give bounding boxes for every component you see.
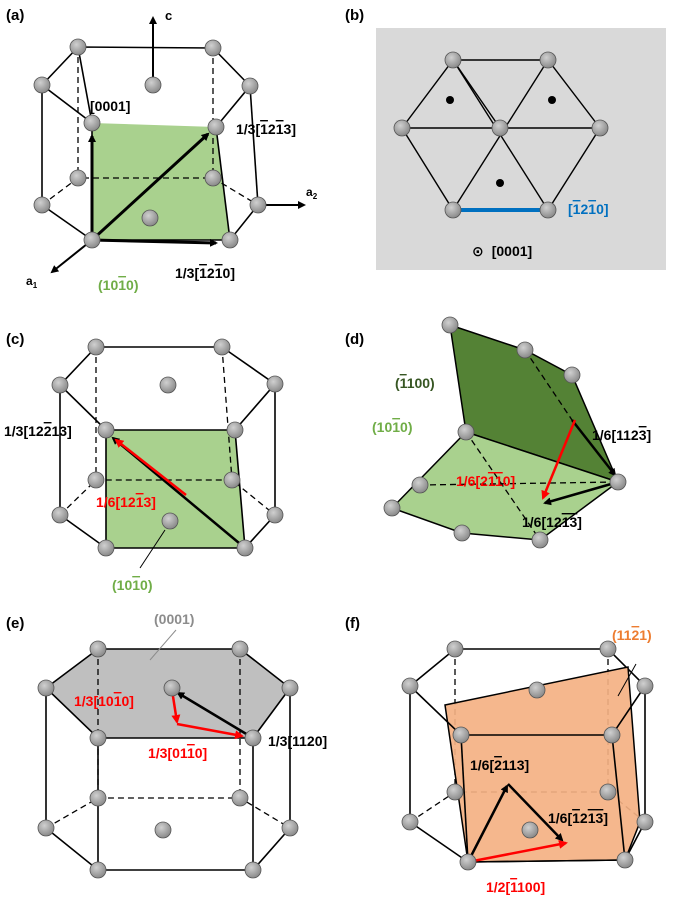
label-c-plane: (1010) — [112, 577, 152, 593]
panel-a-tag: (a) — [6, 7, 24, 24]
panel-f-tag: (f) — [345, 615, 360, 632]
vector-e-red-2 — [176, 722, 244, 740]
hidden-edges-e — [45, 649, 291, 829]
panel-b-background — [376, 28, 666, 270]
label-d-dark-plane: (1100) — [395, 375, 435, 391]
label-a-top-direction: 1/3[1213] — [236, 121, 296, 137]
c-axis-label: c — [165, 8, 172, 23]
vector-d-bottom — [543, 480, 619, 506]
a1-axis-label: a1 — [26, 274, 38, 290]
label-e-plane: (0001) — [154, 611, 194, 627]
label-a-plane: (1010) — [98, 277, 138, 293]
panel-e-tag: (e) — [6, 615, 24, 632]
atoms-c — [51, 338, 284, 557]
vector-f-right — [507, 783, 564, 842]
atoms-e — [37, 640, 299, 879]
atoms-a — [33, 38, 267, 249]
vector-a-top — [90, 132, 210, 242]
plane-light-green — [390, 431, 620, 541]
vector-a-bottom — [91, 238, 218, 247]
vector-d-top — [571, 419, 617, 477]
panel-c: (c) 1/3[12213] 1/6[1213] ( — [4, 331, 284, 593]
a2-axis-label: a2 — [306, 185, 318, 201]
hex-prism-f-front — [409, 685, 646, 863]
label-e-red-direction-2: 1/3[0110] — [148, 745, 207, 761]
hidden-edges-d — [419, 349, 619, 541]
atoms-d — [383, 316, 627, 549]
vector-f-top — [466, 784, 509, 863]
label-0001: [0001] — [90, 98, 130, 114]
label-c-direction: 1/3[12213] — [4, 423, 72, 439]
label-e-red-direction-1: 1/3[1010] — [74, 693, 134, 709]
label-d-light-plane: (1010) — [372, 419, 412, 435]
leader-f-plane — [617, 663, 637, 697]
panel-f: (f) (1121) — [345, 615, 654, 895]
label-d-red-direction: 1/6[2110] — [456, 473, 515, 489]
vector-f-red — [467, 839, 568, 864]
hidden-edges-a — [41, 47, 259, 206]
label-b-direction: [1210] — [568, 201, 609, 217]
label-e-black-direction: 1/3[1120] — [268, 733, 327, 749]
panel-e: (e) (0001) 1/3[1010] — [6, 611, 327, 879]
hidden-edges-c — [59, 346, 276, 516]
label-zone-axis: ⊙[0001] — [472, 243, 532, 259]
label-f-red-direction: 1/2[1100] — [486, 879, 545, 895]
panel-a: (a) c a2 a1 — [6, 7, 318, 293]
vector-c-red — [114, 438, 187, 496]
atoms-f — [401, 640, 654, 871]
plane-10-10 — [92, 123, 230, 240]
label-c-red-direction: 1/6[1213] — [96, 494, 156, 510]
plane-dark-green — [449, 323, 620, 484]
label-d-top-direction: 1/6[1123] — [592, 427, 651, 443]
panel-b-tag: (b) — [345, 7, 364, 24]
panel-d: (d) (1100) (1010) 1/6[1123] 1/6[2110] 1/… — [345, 316, 651, 549]
zone-axis-symbol-icon: ⊙ — [472, 243, 484, 259]
label-f-plane: (1121) — [612, 627, 652, 643]
panel-b: (b) [1210] ⊙[0001] — [345, 7, 666, 270]
interstitial-dots — [446, 96, 556, 187]
atoms-b — [393, 51, 609, 219]
panel-c-tag: (c) — [6, 331, 24, 348]
vector-d-red — [541, 419, 577, 500]
label-d-bottom-direction: 1/6[1213] — [522, 514, 582, 530]
label-a-bottom-direction: 1/3[1210] — [175, 265, 235, 281]
leader-e-plane — [149, 629, 177, 661]
leader-c-plane — [139, 529, 166, 569]
panel-d-tag: (d) — [345, 331, 364, 348]
a1-axis-arrow — [50, 239, 93, 274]
label-f-right-direction: 1/6[1213] — [548, 810, 608, 826]
label-f-top-direction: 1/6[2113] — [470, 757, 529, 773]
